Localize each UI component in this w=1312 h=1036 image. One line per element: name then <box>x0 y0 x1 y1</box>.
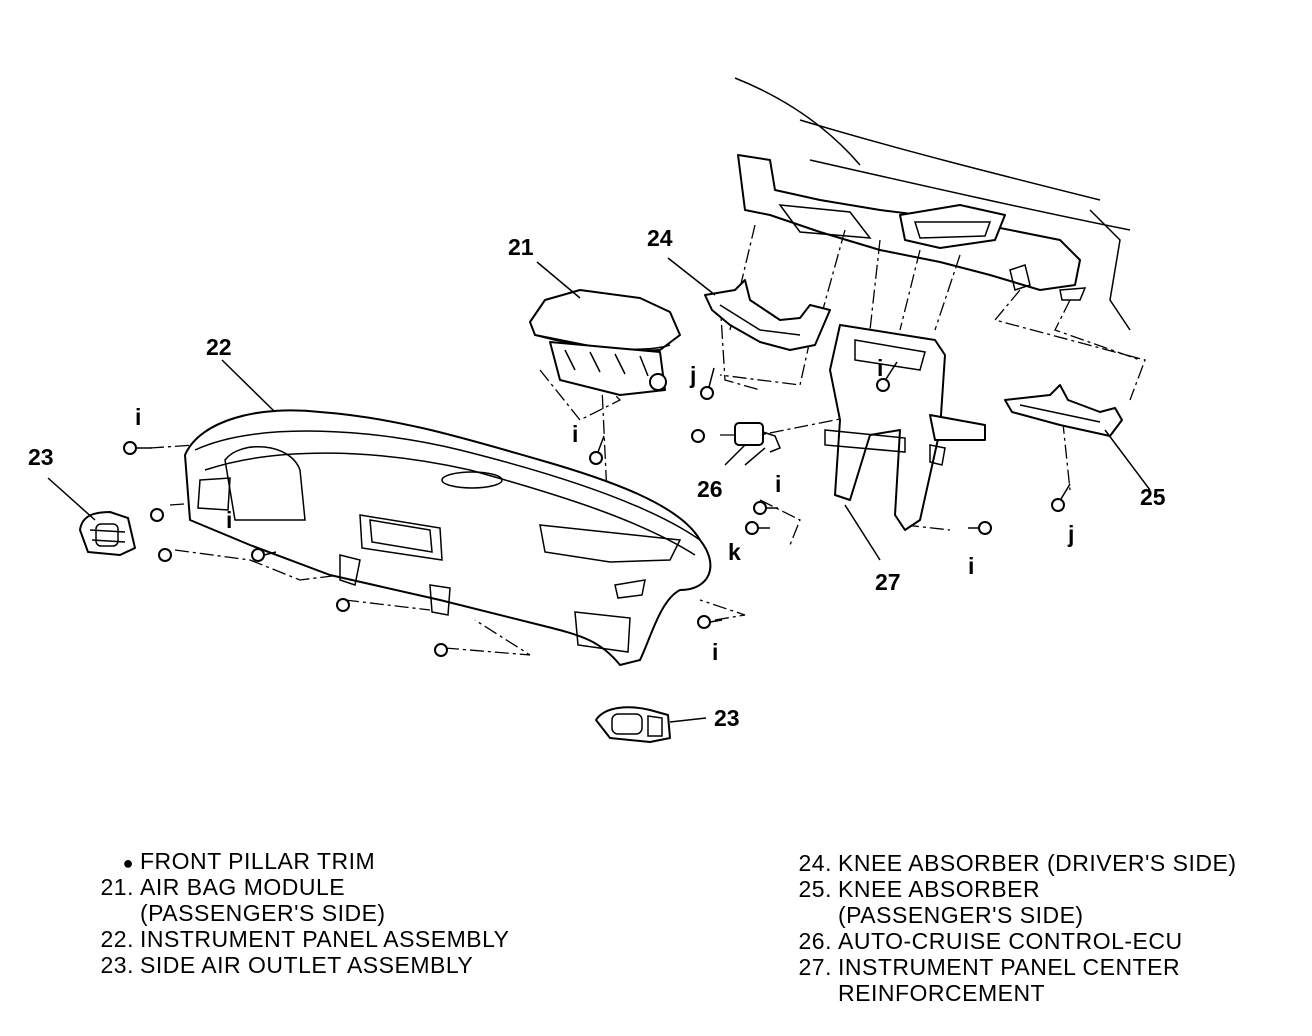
bolt-i1 <box>123 441 152 455</box>
fastener-label-i: i <box>968 553 974 579</box>
instrument-panel-center-reinforcement <box>824 324 986 531</box>
fastener-label-i: i <box>712 639 718 665</box>
nut-left1 <box>150 508 164 522</box>
callout-24: 24 <box>647 225 673 251</box>
legend-item-22: 22.INSTRUMENT PANEL ASSEMBLY <box>100 926 510 952</box>
bolt-j2 <box>1051 483 1071 512</box>
nut-left2 <box>158 548 172 562</box>
callout-21: 21 <box>508 234 534 260</box>
leader-lines <box>47 257 1151 723</box>
fastener-label-i: i <box>572 421 578 447</box>
callout-labels: 21 22 23 23 24 25 26 27 i i i i i i i j … <box>28 225 1166 731</box>
fastener-label-i: i <box>877 355 883 381</box>
instrument-panel-assembly <box>184 409 712 666</box>
fastener-label-j: j <box>689 362 696 388</box>
callout-23-bottom: 23 <box>714 705 740 731</box>
callout-25: 25 <box>1140 484 1166 510</box>
callout-26: 26 <box>697 476 723 502</box>
legend-item-27-cont: REINFORCEMENT <box>838 980 1046 1006</box>
fastener-label-j: j <box>1067 521 1074 547</box>
nut-bottom1 <box>336 598 350 612</box>
bolt-i3 <box>589 435 605 465</box>
side-air-outlet-bottom <box>595 706 671 743</box>
nut-bottom2 <box>434 643 448 657</box>
bolt-i5b <box>745 521 770 535</box>
legend-item-21-cont: (PASSENGER'S SIDE) <box>140 900 386 926</box>
legend-item-front-pillar-trim: ●FRONT PILLAR TRIM <box>88 848 375 876</box>
bolt-i4 <box>876 361 898 392</box>
callout-23-left: 23 <box>28 444 54 470</box>
fasteners <box>123 361 1071 657</box>
air-bag-module <box>529 289 681 396</box>
nut-ecu <box>691 429 705 443</box>
fastener-label-i: i <box>226 507 232 533</box>
callout-27: 27 <box>875 569 901 595</box>
fastener-label-i: i <box>135 404 141 430</box>
bolt-j1 <box>700 367 715 400</box>
legend-item-24: 24.KNEE ABSORBER (DRIVER'S SIDE) <box>798 850 1237 876</box>
legend-item-25: 25.KNEE ABSORBER <box>798 876 1041 902</box>
bolt-i5a <box>753 501 778 515</box>
bullet-icon: ● <box>122 853 134 873</box>
fastener-label-i: i <box>775 471 781 497</box>
knee-absorber-drivers <box>704 279 831 351</box>
legend-item-26: 26.AUTO-CRUISE CONTROL-ECU <box>798 928 1183 954</box>
bolt-i7 <box>968 521 992 535</box>
legend-item-21: 21.AIR BAG MODULE <box>100 874 346 900</box>
assembly-guide-lines <box>149 224 1146 656</box>
knee-absorber-passengers <box>1004 384 1123 437</box>
bolt-i6 <box>697 615 723 629</box>
side-air-outlet-left <box>79 511 136 556</box>
legend-item-27: 27.INSTRUMENT PANEL CENTER <box>798 954 1181 980</box>
auto-cruise-ecu <box>734 422 781 453</box>
fastener-label-k: k <box>728 539 741 565</box>
legend-item-25-cont: (PASSENGER'S SIDE) <box>838 902 1084 928</box>
legend-item-23: 23.SIDE AIR OUTLET ASSEMBLY <box>100 952 474 978</box>
bolt-i2 <box>251 548 277 562</box>
body-cowl-structure <box>734 77 1131 331</box>
callout-22: 22 <box>206 334 232 360</box>
